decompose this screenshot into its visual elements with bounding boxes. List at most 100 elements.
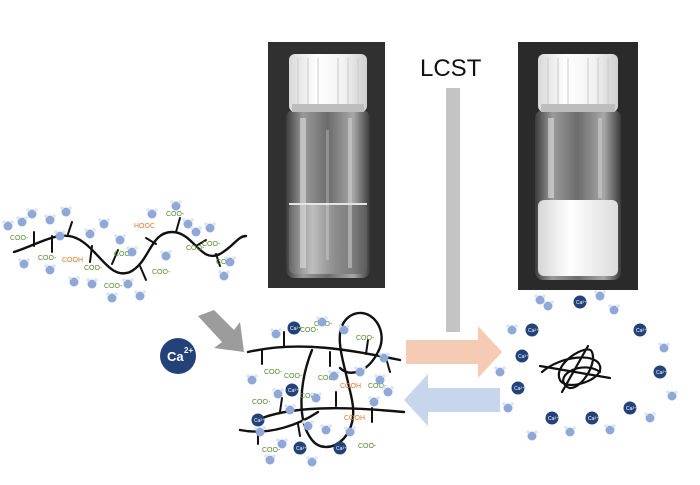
water-molecule: [134, 290, 146, 301]
water-molecule: [306, 456, 318, 467]
carboxylate-label: COO-: [368, 383, 387, 390]
small-calcium-ion: Ca²⁺: [515, 349, 529, 363]
small-calcium-ion: Ca²⁺: [585, 411, 599, 425]
small-calcium-ion: Ca²⁺: [293, 441, 307, 455]
lcst-label: LCST: [420, 55, 482, 82]
collapsed-polymer-globule: [538, 344, 612, 394]
water-molecule: [122, 278, 134, 289]
carboxylic-acid-label: COOH: [62, 257, 83, 264]
water-molecule: [44, 264, 56, 275]
water-molecule: [160, 250, 172, 261]
carboxylate-label: COO-: [300, 327, 319, 334]
turbid-liquid: [538, 200, 618, 276]
water-molecule: [98, 218, 110, 229]
small-calcium-label: Ca²⁺: [518, 354, 529, 360]
small-calcium-ion: Ca²⁺: [333, 441, 347, 455]
small-calcium-ion: Ca²⁺: [285, 383, 299, 397]
small-calcium-label: Ca²⁺: [336, 446, 347, 452]
water-molecule: [328, 370, 340, 381]
small-calcium-ion: Ca²⁺: [623, 401, 637, 415]
photo-clear-solution: [268, 42, 385, 288]
carboxylate-label: COO-: [10, 235, 29, 242]
vial-cap: [289, 54, 367, 112]
carboxylic-acid-label: HOOC: [134, 223, 155, 230]
carboxylate-label: COO-: [166, 211, 185, 218]
extended-polymer-chain: [12, 217, 248, 281]
small-calcium-label: Ca²⁺: [588, 416, 599, 422]
water-molecule: [284, 404, 296, 415]
cooling-arrow: [404, 374, 500, 426]
water-molecule: [26, 208, 38, 219]
small-calcium-label: Ca²⁺: [548, 416, 559, 422]
water-molecule: [316, 316, 328, 327]
water-molecule: [204, 222, 216, 233]
carboxylate-label: COO-: [318, 375, 337, 382]
vial-cap: [538, 54, 618, 112]
carboxylate-label: COO-: [300, 393, 319, 400]
water-molecule: [526, 430, 538, 441]
calcium-charge: 2+: [184, 346, 193, 355]
small-calcium-label: Ca²⁺: [656, 370, 667, 376]
water-molecule: [320, 424, 332, 435]
carboxylate-label: COO-: [252, 399, 271, 406]
water-molecule: [218, 270, 230, 281]
carboxylate-label: COO-: [186, 245, 205, 252]
small-calcium-label: Ca²⁺: [576, 300, 587, 306]
water-molecule: [68, 276, 80, 287]
water-molecule: [382, 386, 394, 397]
water-molecule: [16, 216, 28, 227]
carboxylate-label: COO-: [356, 335, 375, 342]
carboxylate-label: COO-: [202, 241, 221, 248]
water-molecule: [658, 342, 670, 353]
water-molecule: [534, 294, 546, 305]
small-calcium-ion: Ca²⁺: [525, 323, 539, 337]
water-molecule: [338, 324, 350, 335]
carboxylate-label: COO-: [262, 447, 281, 454]
carboxylate-label: COO-: [38, 255, 57, 262]
water-molecule: [344, 426, 356, 437]
carboxylate-label: COO-: [114, 251, 133, 258]
small-calcium-label: Ca²⁺: [290, 326, 301, 332]
water-molecule: [494, 366, 506, 377]
water-molecule: [254, 426, 266, 437]
small-calcium-ion: Ca²⁺: [251, 413, 265, 427]
small-calcium-label: Ca²⁺: [296, 446, 307, 452]
water-molecule: [106, 292, 118, 303]
clear-liquid: [289, 204, 367, 274]
small-calcium-label: Ca²⁺: [636, 328, 647, 334]
water-molecule: [310, 392, 322, 403]
water-molecule: [190, 226, 202, 237]
water-molecule: [182, 218, 194, 229]
water-molecule: [86, 278, 98, 289]
small-calcium-ion: Ca²⁺: [573, 295, 587, 309]
photo-turbid-solution: [518, 42, 638, 290]
water-molecule: [44, 214, 56, 225]
molecule-layer: COO-COO-COOHCOO-COO-COO-HOOCCOO-COO-COO-…: [2, 200, 678, 467]
carboxylate-label: COO-: [84, 265, 103, 272]
small-calcium-ion: Ca²⁺: [511, 381, 525, 395]
small-calcium-ion: Ca²⁺: [633, 323, 647, 337]
water-molecule: [18, 258, 30, 269]
water-molecule: [506, 324, 518, 335]
carboxylate-label: COO-: [358, 443, 377, 450]
water-molecule: [264, 454, 276, 465]
water-molecule: [54, 230, 66, 241]
water-molecule: [604, 424, 616, 435]
small-calcium-label: Ca²⁺: [514, 386, 525, 392]
small-calcium-ion: Ca²⁺: [287, 321, 301, 335]
carboxylate-label: COO-: [104, 283, 123, 290]
water-molecule: [276, 438, 288, 449]
water-molecule: [368, 396, 380, 407]
carboxylate-label: COO-: [152, 269, 171, 276]
carboxylic-acid-label: COOH: [344, 415, 365, 422]
water-molecule: [272, 388, 284, 399]
water-molecule: [114, 234, 126, 245]
water-molecule: [644, 412, 656, 423]
water-molecule: [126, 246, 138, 257]
calcium-ion-badge: Ca 2+: [160, 338, 196, 374]
calcium-symbol: Ca: [167, 349, 184, 364]
small-calcium-label: Ca²⁺: [528, 328, 539, 334]
small-calcium-ion: Ca²⁺: [653, 365, 667, 379]
water-molecule: [502, 402, 514, 413]
